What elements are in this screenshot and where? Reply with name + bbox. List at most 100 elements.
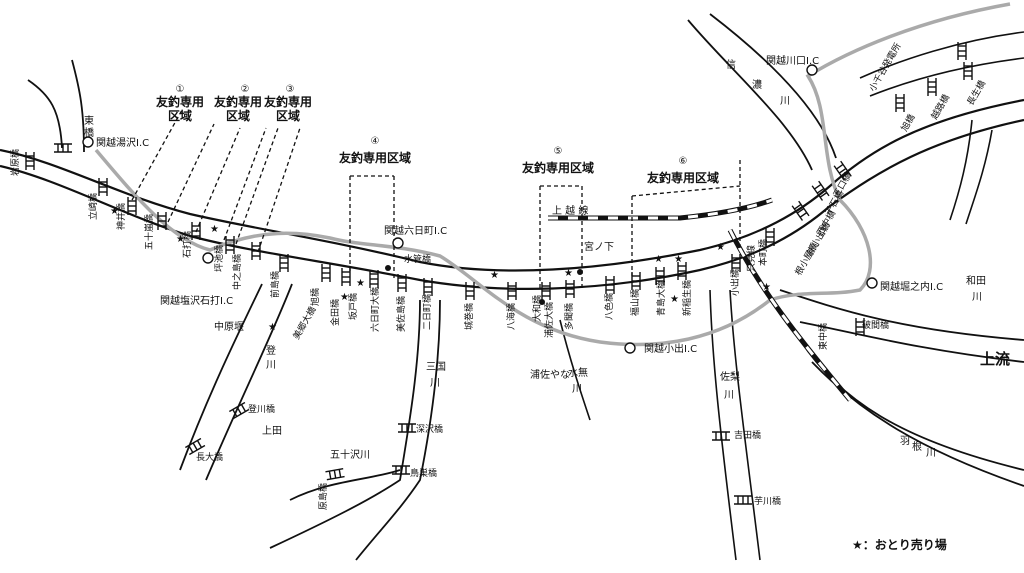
zone-labels: ① 友釣専用 区域 ② 友釣専用 区域 ③ 友釣専用 区域 ④ 友釣専用区域 ⑤… [155,84,719,185]
lower-right-rivers [779,289,1024,487]
shinano-river [687,13,837,171]
bridge-label-jobi: 城巻橋 [463,303,475,330]
higashi-label-2: 橋 [84,126,94,139]
bridge-label-fukuyama: 福山橋 [629,289,641,316]
bridge-label-iwahara: 岩原橋 [9,149,21,176]
zone-2-line1: 友釣専用 [213,94,262,109]
bridge-mark [127,197,137,215]
bridge-mark [963,62,973,80]
bridge-mark [341,268,351,286]
bridge-label-goju: 五十嵐橋 [143,214,155,250]
expressway [94,2,1011,347]
weir-dots [385,265,583,305]
legend: ★：おとり売り場 [852,538,947,552]
bridge-mark [541,282,551,300]
bridge-label-tamon: 多聞橋 [563,303,575,330]
bridge-mark [184,437,206,456]
zone-6-line1: 友釣専用区域 [646,170,719,185]
star-icon: ★ [210,224,219,235]
river-ubu-1: 羽 [900,435,910,447]
river-igarashizawa: 五十沢川 [330,448,370,461]
bridge-label-asahi: 旭橋 [309,288,321,306]
zone-3-number: ③ [286,84,295,95]
bridge-label-kamii: 神井橋 [115,203,127,230]
bridge-label-yamato: 大和橋 [531,295,543,322]
bridge-mark [734,495,752,505]
urasa-yana-label: 浦佐やな [530,368,570,381]
bridge-label-biyo: 美郷大橋 [290,304,318,341]
decoy-shop-stars: ★ ★ ★ ★ ★ ★ ★ ★ ★ ★ ★ ★ ★ [110,206,771,333]
bridge-label-yairo: 八色橋 [603,293,615,320]
bridge-mark [631,272,641,290]
river-saru-1: 佐梨 [720,370,740,383]
river-ubu-2: 根 [912,440,922,453]
bridge-mark [423,278,433,296]
river-wada-2: 川 [972,292,982,303]
zone-6-number: ⑥ [679,156,688,167]
upper-right-tributaries [859,31,1024,225]
river-mizunashi-2: 川 [572,384,582,395]
bridge-mark [325,467,345,481]
rail-label-tadami: 只見線 [745,245,757,272]
upstream-label: 上流 [980,350,1010,368]
bridge-label-shinsaigo: 新稲生橋 [681,280,693,316]
ic-label-horinouchi: 関越堀之内I.C [880,280,943,293]
river-nobori-2: 川 [266,360,276,371]
ic-marker-yuzawa [82,136,94,148]
bridge-label-harashima: 原島橋 [317,483,329,510]
bridge-mark [565,280,575,298]
bridge-label-yoshida: 吉田橋 [734,429,761,441]
rail-label: 上 越 線 [552,204,588,217]
interchange-markers [82,64,878,354]
bridge-label-sakudo: 東中橋 [817,323,829,350]
bridge-label-akibashi: 旭橋 [898,112,917,134]
river-labels: 信 濃 川 和田 川 登 川 三国 川 五十沢川 水無 川 佐梨 川 羽 根 川… [266,59,1010,461]
bridge-mark [957,42,967,60]
river-ubu-3: 川 [926,448,936,459]
river-saru-2: 川 [724,390,734,401]
bridge-mark [157,212,167,230]
bridge-mark [605,276,615,294]
bridge-label-negoro: 根小屋橋 [792,240,820,277]
star-icon: ★ [654,254,663,265]
ic-marker-kawaguchi [806,64,818,76]
bridge-label-muika: 六日町大橋 [369,287,381,332]
ueda-label: 上田 [262,425,282,437]
zone-2-number: ② [241,84,250,95]
bridge-mark [791,200,810,221]
bridge-mark [765,228,775,246]
river-shinano-1: 信 [726,59,736,71]
bridge-marks [25,42,973,505]
bridge-label-kunisaka: 越路橋 [928,92,952,121]
bridge-label-sakado: 坂戸橋 [347,293,359,320]
star-icon: ★ [762,282,771,293]
bridge-mark [855,318,865,336]
middle-south-rivers [559,289,761,561]
zone-3-line2: 区域 [276,108,300,123]
mikuni-river [269,299,441,561]
bridge-label-nagaoi: 長大橋 [196,451,223,463]
zone-4-number: ④ [371,136,380,147]
ic-marker-horinouchi [866,277,878,289]
bridge-mark [731,254,741,272]
zone-4-line1: 友釣専用区域 [338,150,411,165]
ic-label-kawaguchi: 関越川口I.C [766,54,819,67]
bridge-mark [98,178,108,196]
river-shinano-3: 川 [780,96,790,107]
bridge-mark [228,401,250,420]
zone-5-line1: 友釣専用区域 [521,160,594,175]
bridge-mark [392,465,410,475]
bridge-label-futsuka: 二日町橋 [421,294,433,330]
bridge-label-kanada: 金田橋 [329,299,341,326]
left-tributary [27,59,85,153]
ic-label-shiozawa: 関越塩沢石打I.C [160,294,233,307]
bridge-mark [712,431,730,441]
bridge-label-ishiuchi: 石打橋 [181,231,193,258]
bridge-label-nagaike: 長生橋 [964,78,988,107]
bridge-mark [54,143,72,153]
bridge-mark [811,180,830,201]
main-river [0,98,1024,290]
zone-5-number: ⑤ [554,146,563,157]
nakahara-weir: 中原堰 [214,320,244,333]
bridge-label-torisu: 鳥巣橋 [410,467,437,479]
